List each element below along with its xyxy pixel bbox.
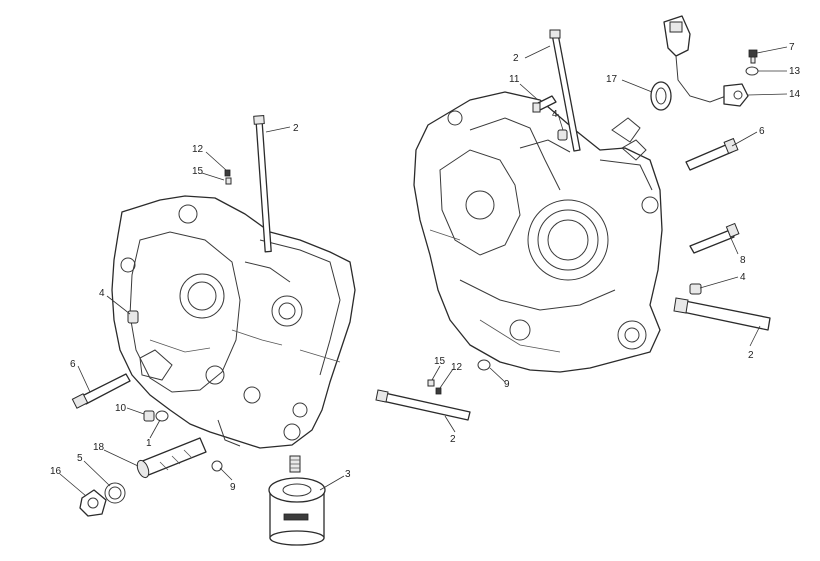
oil-filter-3	[268, 455, 326, 546]
left-crankcase-half	[111, 195, 356, 449]
callout-4-lower-right: 4	[740, 272, 746, 283]
screw-7	[748, 49, 758, 64]
callout-6-left: 6	[70, 359, 76, 370]
callout-3: 3	[345, 469, 351, 480]
callout-6-right: 6	[759, 126, 765, 137]
screw-12-15-left	[224, 169, 232, 185]
callout-4-left: 4	[99, 288, 105, 299]
dowel-4-upper-right	[557, 129, 568, 141]
ring-9-right	[477, 359, 491, 371]
stud-upper-left	[253, 115, 272, 253]
callout-16: 16	[50, 466, 62, 477]
dowel-4-lower-right	[689, 283, 702, 295]
callout-4-upper-right: 4	[552, 109, 558, 120]
callout-7: 7	[789, 42, 795, 53]
stud-upper-right	[549, 29, 581, 152]
callout-18: 18	[93, 442, 105, 453]
bolt-6-right	[685, 137, 739, 171]
ring-1	[155, 410, 169, 422]
callout-14: 14	[789, 89, 801, 100]
bolt-6-left	[71, 373, 131, 409]
callout-9-left: 9	[230, 482, 236, 493]
stud-lower-right	[673, 297, 771, 331]
washer-13	[745, 66, 759, 76]
bolt-11	[532, 95, 557, 113]
dowel-4-left	[127, 310, 139, 324]
dowel-10	[143, 410, 155, 422]
screw-12-15-middle	[427, 379, 442, 395]
bolt-8	[689, 222, 740, 254]
oil-seal-17	[650, 81, 672, 111]
callout-17: 17	[606, 74, 618, 85]
callout-11: 11	[509, 74, 520, 85]
callout-8: 8	[740, 255, 746, 266]
callout-5: 5	[77, 453, 83, 464]
right-crankcase-half	[413, 91, 663, 373]
callout-2-lower-right: 2	[748, 350, 754, 361]
callout-12-left: 12	[192, 144, 204, 155]
callout-labels: 2 12 15 4 6 10 1 18 5 16 9 3 15 12 9 2 2…	[50, 42, 801, 493]
leader-lines	[59, 45, 788, 497]
callout-13: 13	[789, 66, 801, 77]
callout-15-middle: 15	[434, 356, 446, 367]
sensor-14	[663, 15, 749, 107]
callout-9-right: 9	[504, 379, 510, 390]
callout-2-upper-left: 2	[293, 123, 299, 134]
callout-2-upper-right: 2	[513, 53, 519, 64]
stud-middle	[375, 389, 471, 421]
callout-15-left: 15	[192, 166, 204, 177]
drain-plug-16	[79, 489, 107, 517]
callout-2-middle: 2	[450, 434, 456, 445]
callout-12-middle: 12	[451, 362, 463, 373]
callout-1: 1	[146, 438, 152, 449]
washer-5	[104, 482, 126, 504]
callout-10: 10	[115, 403, 127, 414]
oil-pipe-18	[136, 437, 207, 479]
ring-9-left	[211, 460, 223, 472]
